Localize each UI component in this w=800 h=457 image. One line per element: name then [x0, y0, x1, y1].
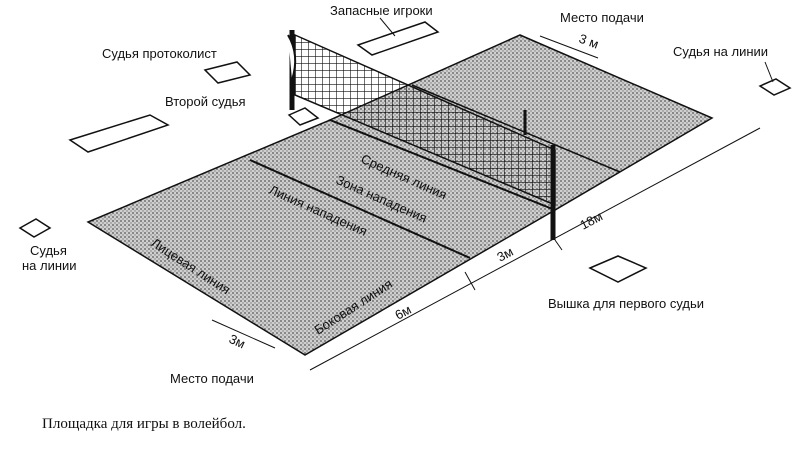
dim-tick-3m: [554, 239, 563, 251]
label-serve-place-top: Место подачи: [560, 10, 644, 25]
label-scorer: Судья протоколист: [102, 46, 217, 61]
label-second-referee: Второй судья: [165, 94, 246, 109]
label-serve-place-bottom: Место подачи: [170, 371, 254, 386]
net-end-left: [287, 34, 297, 81]
label-line-judge-left-2: на линии: [22, 258, 77, 273]
label-dim-3m-bottom: 3м: [227, 331, 248, 351]
label-three-m-top: 3 м: [577, 31, 601, 52]
dim-tick-6m: [464, 271, 476, 291]
label-line-judge-right: Судья на линии: [673, 44, 768, 59]
attack-line-far: [411, 84, 621, 173]
label-dim-3m-right: 3м: [494, 244, 515, 265]
figure-caption: Площадка для игры в волейбол.: [42, 416, 246, 432]
scorer-box: [203, 61, 252, 84]
line-judge-right-box: [758, 78, 792, 96]
second-referee-box: [287, 107, 320, 126]
bench-area: [68, 114, 170, 153]
dim-serve-top: [539, 35, 599, 59]
label-dim-18m: 18м: [577, 208, 605, 232]
center-line: [329, 119, 556, 211]
line-judge-left-box: [18, 218, 52, 238]
dim-serve-bottom: [211, 319, 276, 349]
attack-line-near: [249, 159, 471, 259]
label-dim-6m: 6м: [392, 302, 413, 323]
leader-line-judge-right: [764, 61, 774, 83]
dim-18m-line: [309, 127, 761, 371]
label-first-referee-stand: Вышка для первого судьи: [548, 296, 704, 311]
label-line-judge-left-1: Судья: [30, 243, 67, 258]
leader-reserve: [379, 17, 396, 37]
first-referee-stand-box: [588, 255, 648, 283]
reserve-players-area: [356, 21, 440, 56]
label-reserve-players: Запасные игроки: [330, 3, 433, 18]
